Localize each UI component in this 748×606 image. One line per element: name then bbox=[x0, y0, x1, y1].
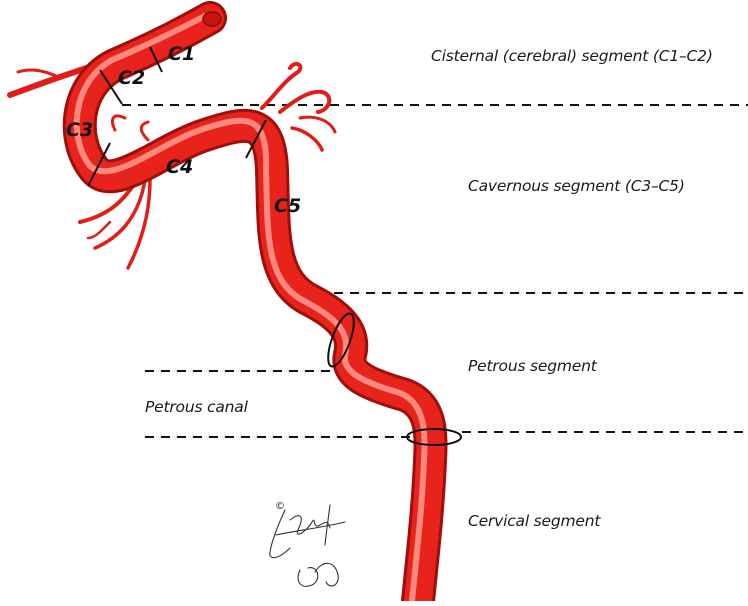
vessel-opening bbox=[203, 12, 221, 26]
dashed-guide-lines bbox=[122, 105, 748, 437]
label-cisternal-segment: Cisternal (cerebral) segment (C1–C2) bbox=[431, 47, 713, 65]
branch-c4-twig bbox=[141, 122, 148, 140]
label-c2: C2 bbox=[118, 67, 145, 89]
branch-inferior-3 bbox=[128, 180, 150, 268]
branch-inferior-4 bbox=[88, 222, 110, 238]
artery-main-vessel bbox=[77, 12, 431, 601]
copyright-symbol: © bbox=[275, 501, 285, 512]
vessel-highlight bbox=[77, 16, 425, 601]
label-c1: C1 bbox=[168, 43, 195, 65]
label-petrous-segment: Petrous segment bbox=[468, 357, 597, 375]
branch-superior-3 bbox=[292, 128, 322, 150]
label-cervical-segment: Cervical segment bbox=[468, 512, 600, 530]
signature-icon bbox=[270, 505, 345, 586]
branch-c3-twig bbox=[112, 116, 125, 130]
label-c5: C5 bbox=[274, 195, 301, 217]
branch-superior-4 bbox=[300, 117, 335, 132]
label-c4: C4 bbox=[166, 156, 193, 178]
label-c3: C3 bbox=[66, 119, 93, 141]
branch-superior-2 bbox=[280, 92, 329, 112]
label-petrous-canal: Petrous canal bbox=[145, 398, 248, 416]
label-cavernous-segment: Cavernous segment (C3–C5) bbox=[468, 177, 685, 195]
